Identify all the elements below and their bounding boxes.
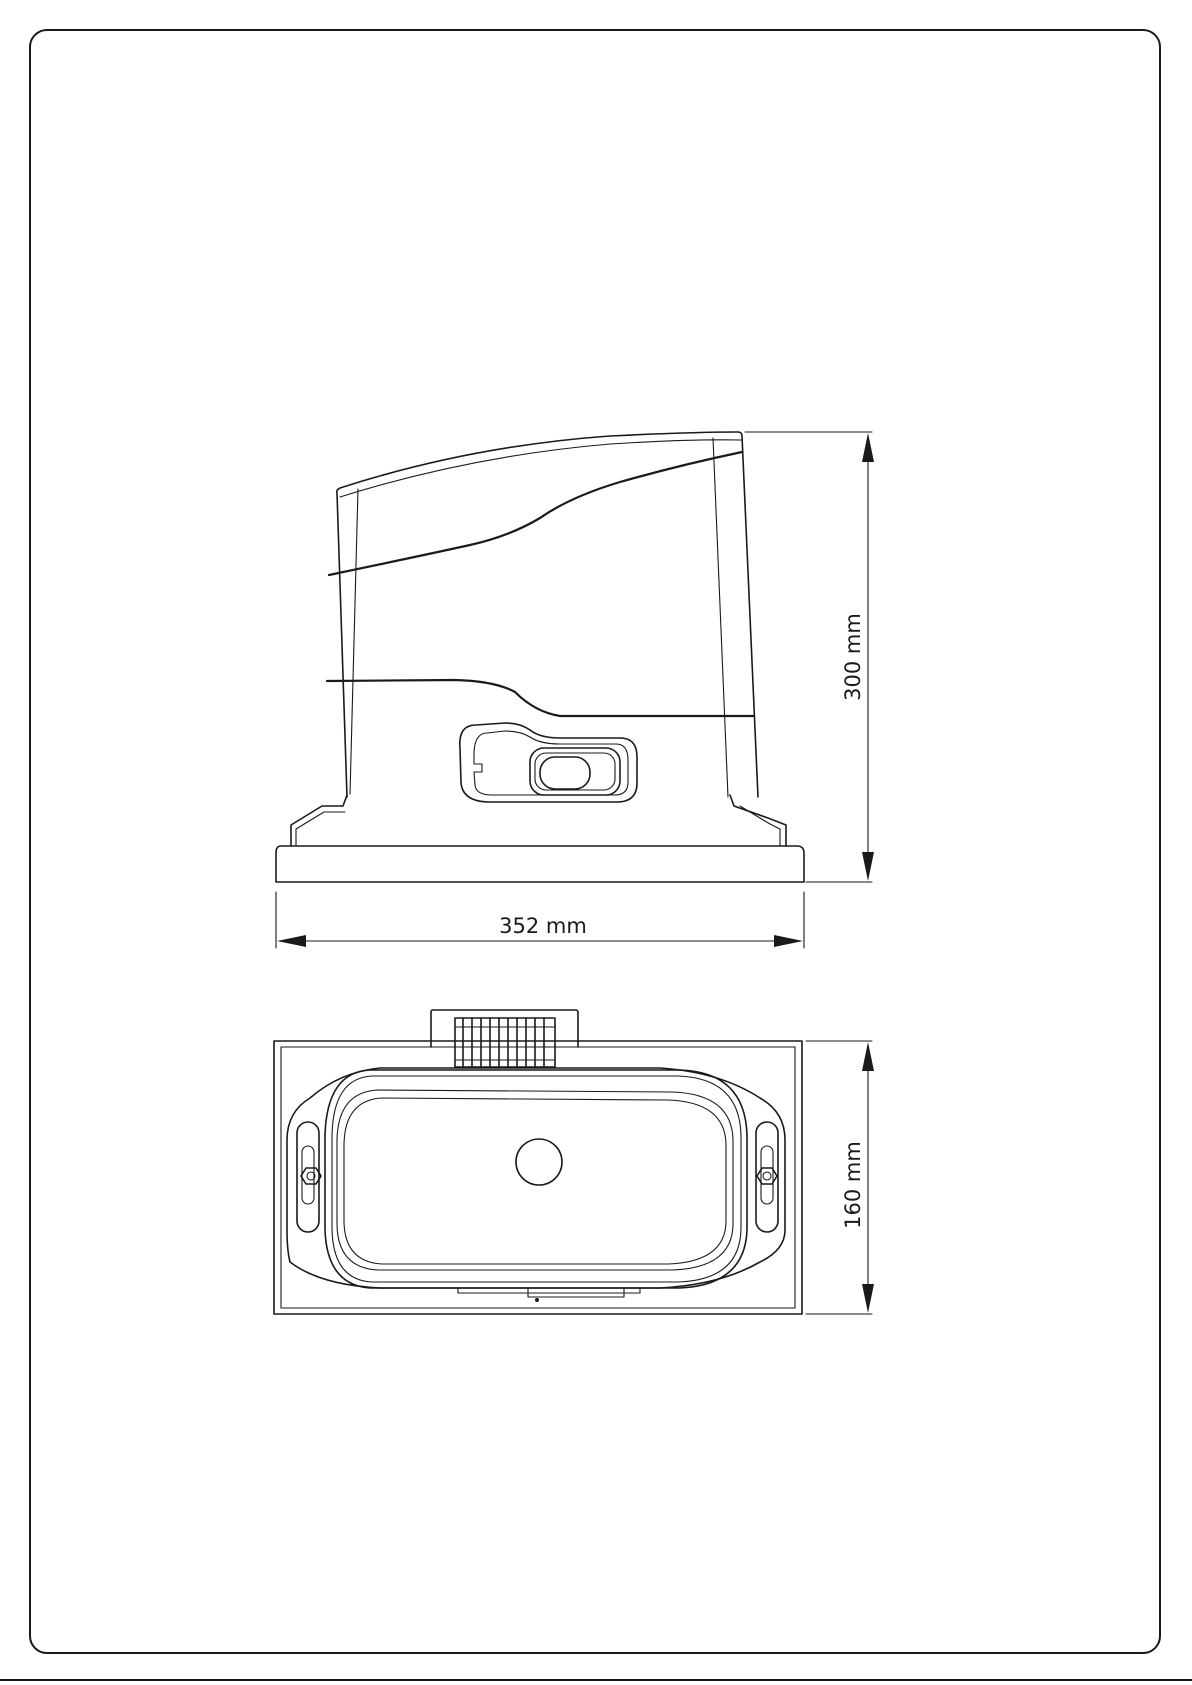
width-dimension-label: 352 mm — [499, 914, 587, 938]
side-top-rim — [340, 440, 741, 497]
top-cover-outer — [325, 1070, 747, 1288]
side-release-slot — [530, 748, 620, 795]
height-arrow-bottom — [862, 852, 874, 881]
top-bottom-dot — [535, 1298, 539, 1302]
side-waist-line — [327, 680, 753, 716]
side-housing-left-rim — [350, 489, 358, 794]
left-bolt-icon — [301, 1168, 321, 1184]
right-bolt-center — [763, 1172, 771, 1180]
left-mounting-slot-inner — [302, 1146, 314, 1204]
side-base-plate — [276, 846, 804, 882]
top-center-knob — [516, 1139, 562, 1185]
top-cover-inner-1 — [332, 1076, 741, 1282]
depth-arrow-top — [862, 1042, 874, 1071]
pinion-teeth — [455, 1018, 555, 1067]
right-bolt-icon — [757, 1168, 777, 1184]
side-release-pocket-inner — [474, 731, 628, 795]
height-arrow-top — [862, 433, 874, 462]
lock-cylinder-icon — [540, 757, 590, 789]
top-cover-inner-2 — [337, 1090, 733, 1270]
width-arrow-left — [277, 935, 306, 947]
depth-dimension-label: 160 mm — [841, 1141, 865, 1229]
top-view: 160 mm — [274, 1010, 874, 1314]
top-cover-inner-3 — [344, 1098, 726, 1264]
side-housing-right-rim — [713, 438, 728, 797]
width-arrow-right — [774, 935, 803, 947]
side-cover-curve — [329, 452, 742, 575]
height-dimension-label: 300 mm — [841, 613, 865, 701]
side-view: 300 mm 352 mm — [276, 432, 874, 948]
left-mounting-slot — [297, 1122, 319, 1232]
side-housing-outline — [337, 432, 758, 797]
right-mounting-slot — [756, 1122, 778, 1232]
depth-arrow-bottom — [862, 1284, 874, 1313]
side-flange-inner — [296, 806, 780, 846]
